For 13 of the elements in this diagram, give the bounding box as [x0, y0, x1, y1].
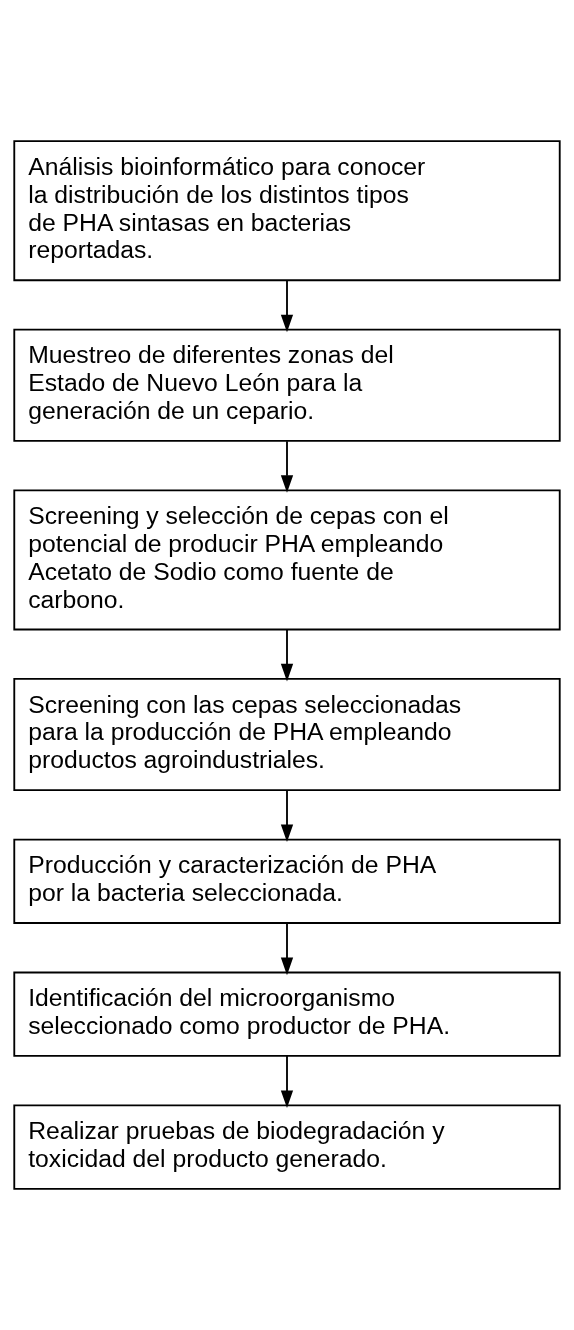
node-box: Análisis bioinformático para conocer la distribución de los distintos tipos de PHA sintasas en bacterias reportadas. [13, 140, 561, 282]
node-box: Screening con las cepas seleccionadas para la producción de PHA empleando productos agroindustriales. [13, 678, 561, 792]
node-box: Screening y selección de cepas con el potencial de producir PHA empleando Acetato de Sodio como fuente de carbono. [13, 489, 561, 631]
arrow [280, 1055, 294, 1108]
node-box: Realizar pruebas de biodegradación y toxicidad del producto generado. [13, 1104, 561, 1190]
arrow [280, 789, 294, 843]
arrow [280, 279, 294, 333]
arrow [280, 922, 294, 976]
node-box: Identificación del microorganismo seleccionado como productor de PHA. [13, 971, 561, 1057]
arrow [280, 440, 294, 493]
node-box: Producción y caracterización de PHA por la bacteria seleccionada. [13, 838, 561, 924]
arrow [280, 628, 294, 682]
node-box: Muestreo de diferentes zonas del Estado de Nuevo León para la generación de un cepario. [13, 328, 561, 442]
